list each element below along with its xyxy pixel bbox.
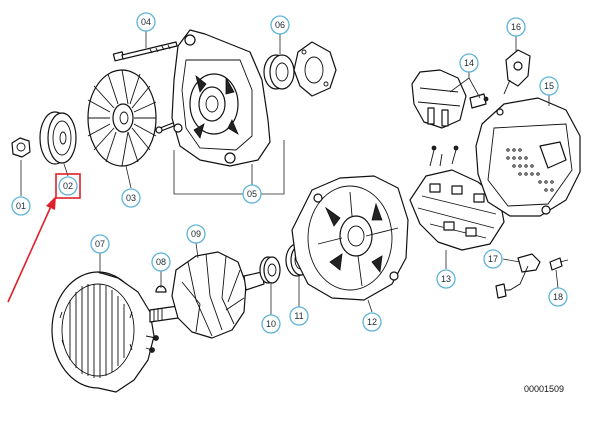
callout-label: 18 [553, 292, 563, 302]
callout-label: 17 [488, 254, 498, 264]
callout-label: 13 [441, 274, 451, 284]
callout-label: 12 [367, 317, 377, 327]
callout-09[interactable]: 09 [186, 224, 206, 244]
part-cover-clip[interactable] [503, 49, 531, 95]
part-rear-cover[interactable] [475, 97, 581, 217]
callout-11[interactable]: 11 [289, 306, 309, 326]
part-bearing-cover-plate[interactable] [293, 41, 337, 97]
callout-01[interactable]: 01 [11, 196, 31, 216]
part-stator[interactable] [51, 271, 159, 393]
part-slip-ring-end-bracket[interactable] [291, 175, 409, 301]
highlight-arrow [7, 196, 56, 303]
part-woodruff-key[interactable] [155, 285, 167, 293]
callout-02[interactable]: 02 [58, 176, 78, 196]
callout-12[interactable]: 12 [362, 312, 382, 332]
callout-label: 07 [95, 239, 105, 249]
part-bolt[interactable] [112, 41, 178, 62]
callout-16[interactable]: 16 [506, 17, 526, 37]
part-bearing-rear[interactable] [259, 256, 281, 284]
callout-label: 08 [156, 257, 166, 267]
callout-label: 05 [247, 189, 257, 199]
callout-18[interactable]: 18 [548, 287, 568, 307]
callout-03[interactable]: 03 [121, 188, 141, 208]
callout-04[interactable]: 04 [136, 12, 156, 32]
part-brush-holder-regulator[interactable] [411, 69, 489, 129]
callout-10[interactable]: 10 [261, 314, 281, 334]
callout-15[interactable]: 15 [539, 76, 559, 96]
callout-13[interactable]: 13 [436, 269, 456, 289]
diagram-number: 00001509 [524, 384, 564, 394]
callout-label: 16 [511, 22, 521, 32]
part-drive-end-bracket[interactable] [171, 29, 271, 167]
callout-label: 06 [275, 20, 285, 30]
highlight-box [55, 173, 81, 199]
callout-label: 11 [294, 311, 303, 321]
part-fan[interactable] [87, 69, 157, 167]
callout-label: 02 [63, 181, 73, 191]
callout-label: 04 [141, 17, 151, 27]
part-pulley[interactable] [39, 111, 77, 165]
callout-17[interactable]: 17 [483, 249, 503, 269]
callout-label: 14 [464, 58, 474, 68]
callout-label: 10 [266, 319, 276, 329]
callout-08[interactable]: 08 [151, 252, 171, 272]
callout-05[interactable]: 05 [242, 184, 262, 204]
callout-label: 15 [544, 81, 554, 91]
callout-label: 03 [126, 193, 136, 203]
part-connector-screw[interactable] [549, 257, 569, 271]
callout-06[interactable]: 06 [270, 15, 290, 35]
part-connector[interactable] [495, 253, 541, 299]
callout-07[interactable]: 07 [90, 234, 110, 254]
part-bearing-front[interactable] [263, 54, 295, 90]
part-rotor[interactable] [149, 251, 265, 339]
callout-14[interactable]: 14 [459, 53, 479, 73]
part-nut[interactable] [11, 137, 31, 158]
callout-label: 09 [191, 229, 201, 239]
callout-label: 01 [16, 201, 26, 211]
part-rectifier[interactable] [409, 145, 505, 251]
